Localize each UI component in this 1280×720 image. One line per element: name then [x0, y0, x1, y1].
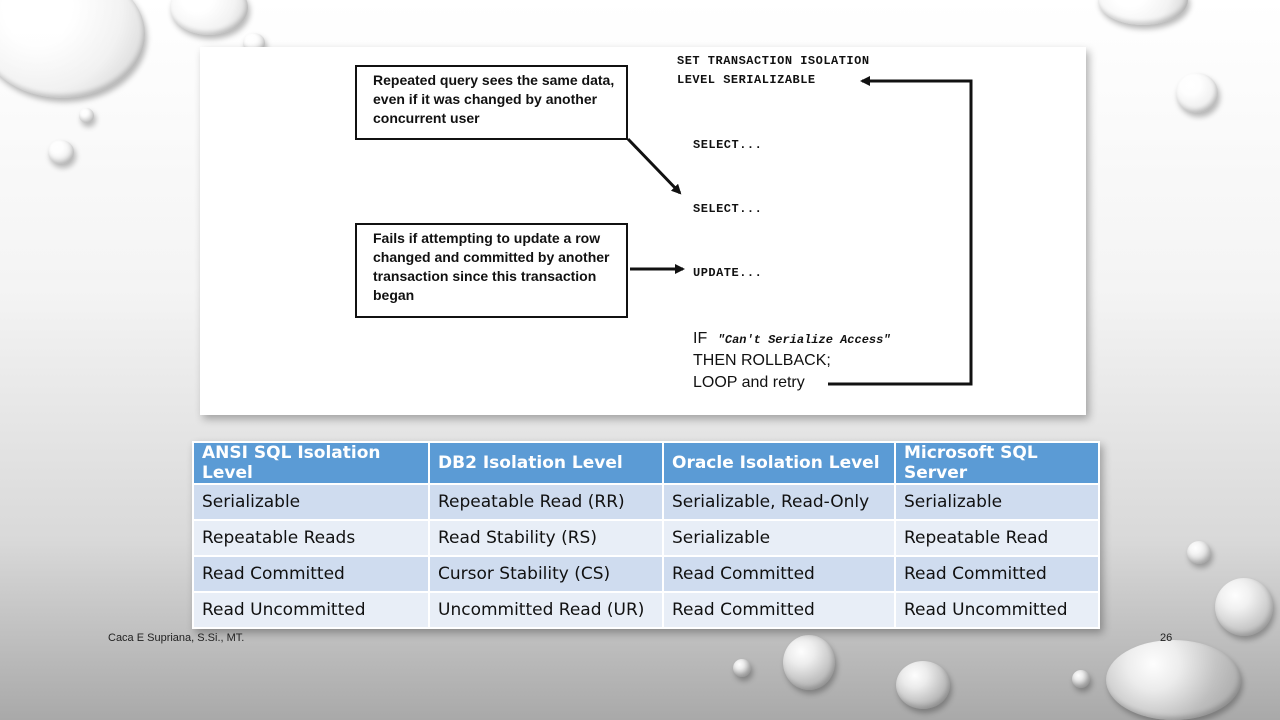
loop-retry-line: LOOP and retry: [693, 374, 805, 391]
serializable-transaction-diagram: Repeated query sees the same data, even …: [200, 47, 1086, 415]
if-keyword: IF: [693, 330, 708, 347]
water-drop-decoration: [896, 661, 950, 709]
table-cell: Cursor Stability (CS): [428, 555, 664, 593]
water-drop-decoration: [48, 140, 74, 164]
table-cell: Repeatable Reads: [192, 519, 430, 557]
water-drop-decoration: [79, 108, 94, 123]
if-line: IF "Can't Serialize Access": [693, 330, 891, 348]
water-drop-decoration: [1215, 578, 1273, 636]
table-cell: Uncommitted Read (UR): [428, 591, 664, 629]
water-drop-decoration: [170, 0, 248, 35]
then-rollback-line: THEN ROLLBACK;: [693, 352, 831, 369]
header-mssql: Microsoft SQL Server: [894, 441, 1100, 485]
serialize-error-message: "Can't Serialize Access": [717, 333, 891, 347]
water-drop-decoration: [1176, 73, 1218, 113]
table-cell: Repeatable Read (RR): [428, 483, 664, 521]
header-ansi: ANSI SQL Isolation Level: [192, 441, 430, 485]
note-update-fails: Fails if attempting to update a row chan…: [355, 223, 628, 318]
isolation-level-table: ANSI SQL Isolation Level DB2 Isolation L…: [192, 441, 1100, 629]
water-drop-decoration: [1072, 670, 1090, 688]
header-db2: DB2 Isolation Level: [428, 441, 664, 485]
select-statement-2: SELECT...: [693, 202, 763, 216]
table-row: Serializable Repeatable Read (RR) Serial…: [192, 483, 1100, 521]
table-row: Read Uncommitted Uncommitted Read (UR) R…: [192, 591, 1100, 629]
diagram-arrows: [626, 76, 973, 386]
table-cell: Serializable, Read-Only: [662, 483, 896, 521]
select-statement-1: SELECT...: [693, 138, 763, 152]
table-header-row: ANSI SQL Isolation Level DB2 Isolation L…: [192, 441, 1100, 485]
table-row: Read Committed Cursor Stability (CS) Rea…: [192, 555, 1100, 593]
slide-number: 26: [1160, 632, 1173, 644]
table-cell: Read Committed: [192, 555, 430, 593]
water-drop-decoration: [1187, 541, 1211, 564]
water-drop-decoration: [783, 635, 835, 690]
table-cell: Read Committed: [894, 555, 1100, 593]
water-drop-decoration: [0, 0, 145, 98]
water-drop-decoration: [1106, 640, 1241, 720]
table-cell: Serializable: [894, 483, 1100, 521]
arrow-to-second-select: [626, 137, 682, 195]
table-cell: Read Uncommitted: [192, 591, 430, 629]
set-transaction-line-1: SET TRANSACTION ISOLATION: [677, 54, 870, 68]
table-cell: Repeatable Read: [894, 519, 1100, 557]
note-repeated-query-text: Repeated query sees the same data, even …: [373, 72, 615, 126]
table-cell: Serializable: [662, 519, 896, 557]
water-drop-decoration: [1098, 0, 1188, 25]
table-cell: Serializable: [192, 483, 430, 521]
table-cell: Read Stability (RS): [428, 519, 664, 557]
note-update-fails-text: Fails if attempting to update a row chan…: [373, 230, 610, 303]
footer-author: Caca E Supriana, S.Si., MT.: [108, 632, 245, 644]
water-drop-decoration: [733, 659, 751, 677]
table-cell: Read Committed: [662, 591, 896, 629]
set-transaction-line-2: LEVEL SERIALIZABLE: [677, 73, 816, 87]
table-cell: Read Uncommitted: [894, 591, 1100, 629]
update-statement: UPDATE...: [693, 266, 763, 280]
note-repeated-query: Repeated query sees the same data, even …: [355, 65, 628, 140]
retry-loop-arrow: [828, 76, 973, 386]
table-cell: Read Committed: [662, 555, 896, 593]
header-oracle: Oracle Isolation Level: [662, 441, 896, 485]
table-row: Repeatable Reads Read Stability (RS) Ser…: [192, 519, 1100, 557]
